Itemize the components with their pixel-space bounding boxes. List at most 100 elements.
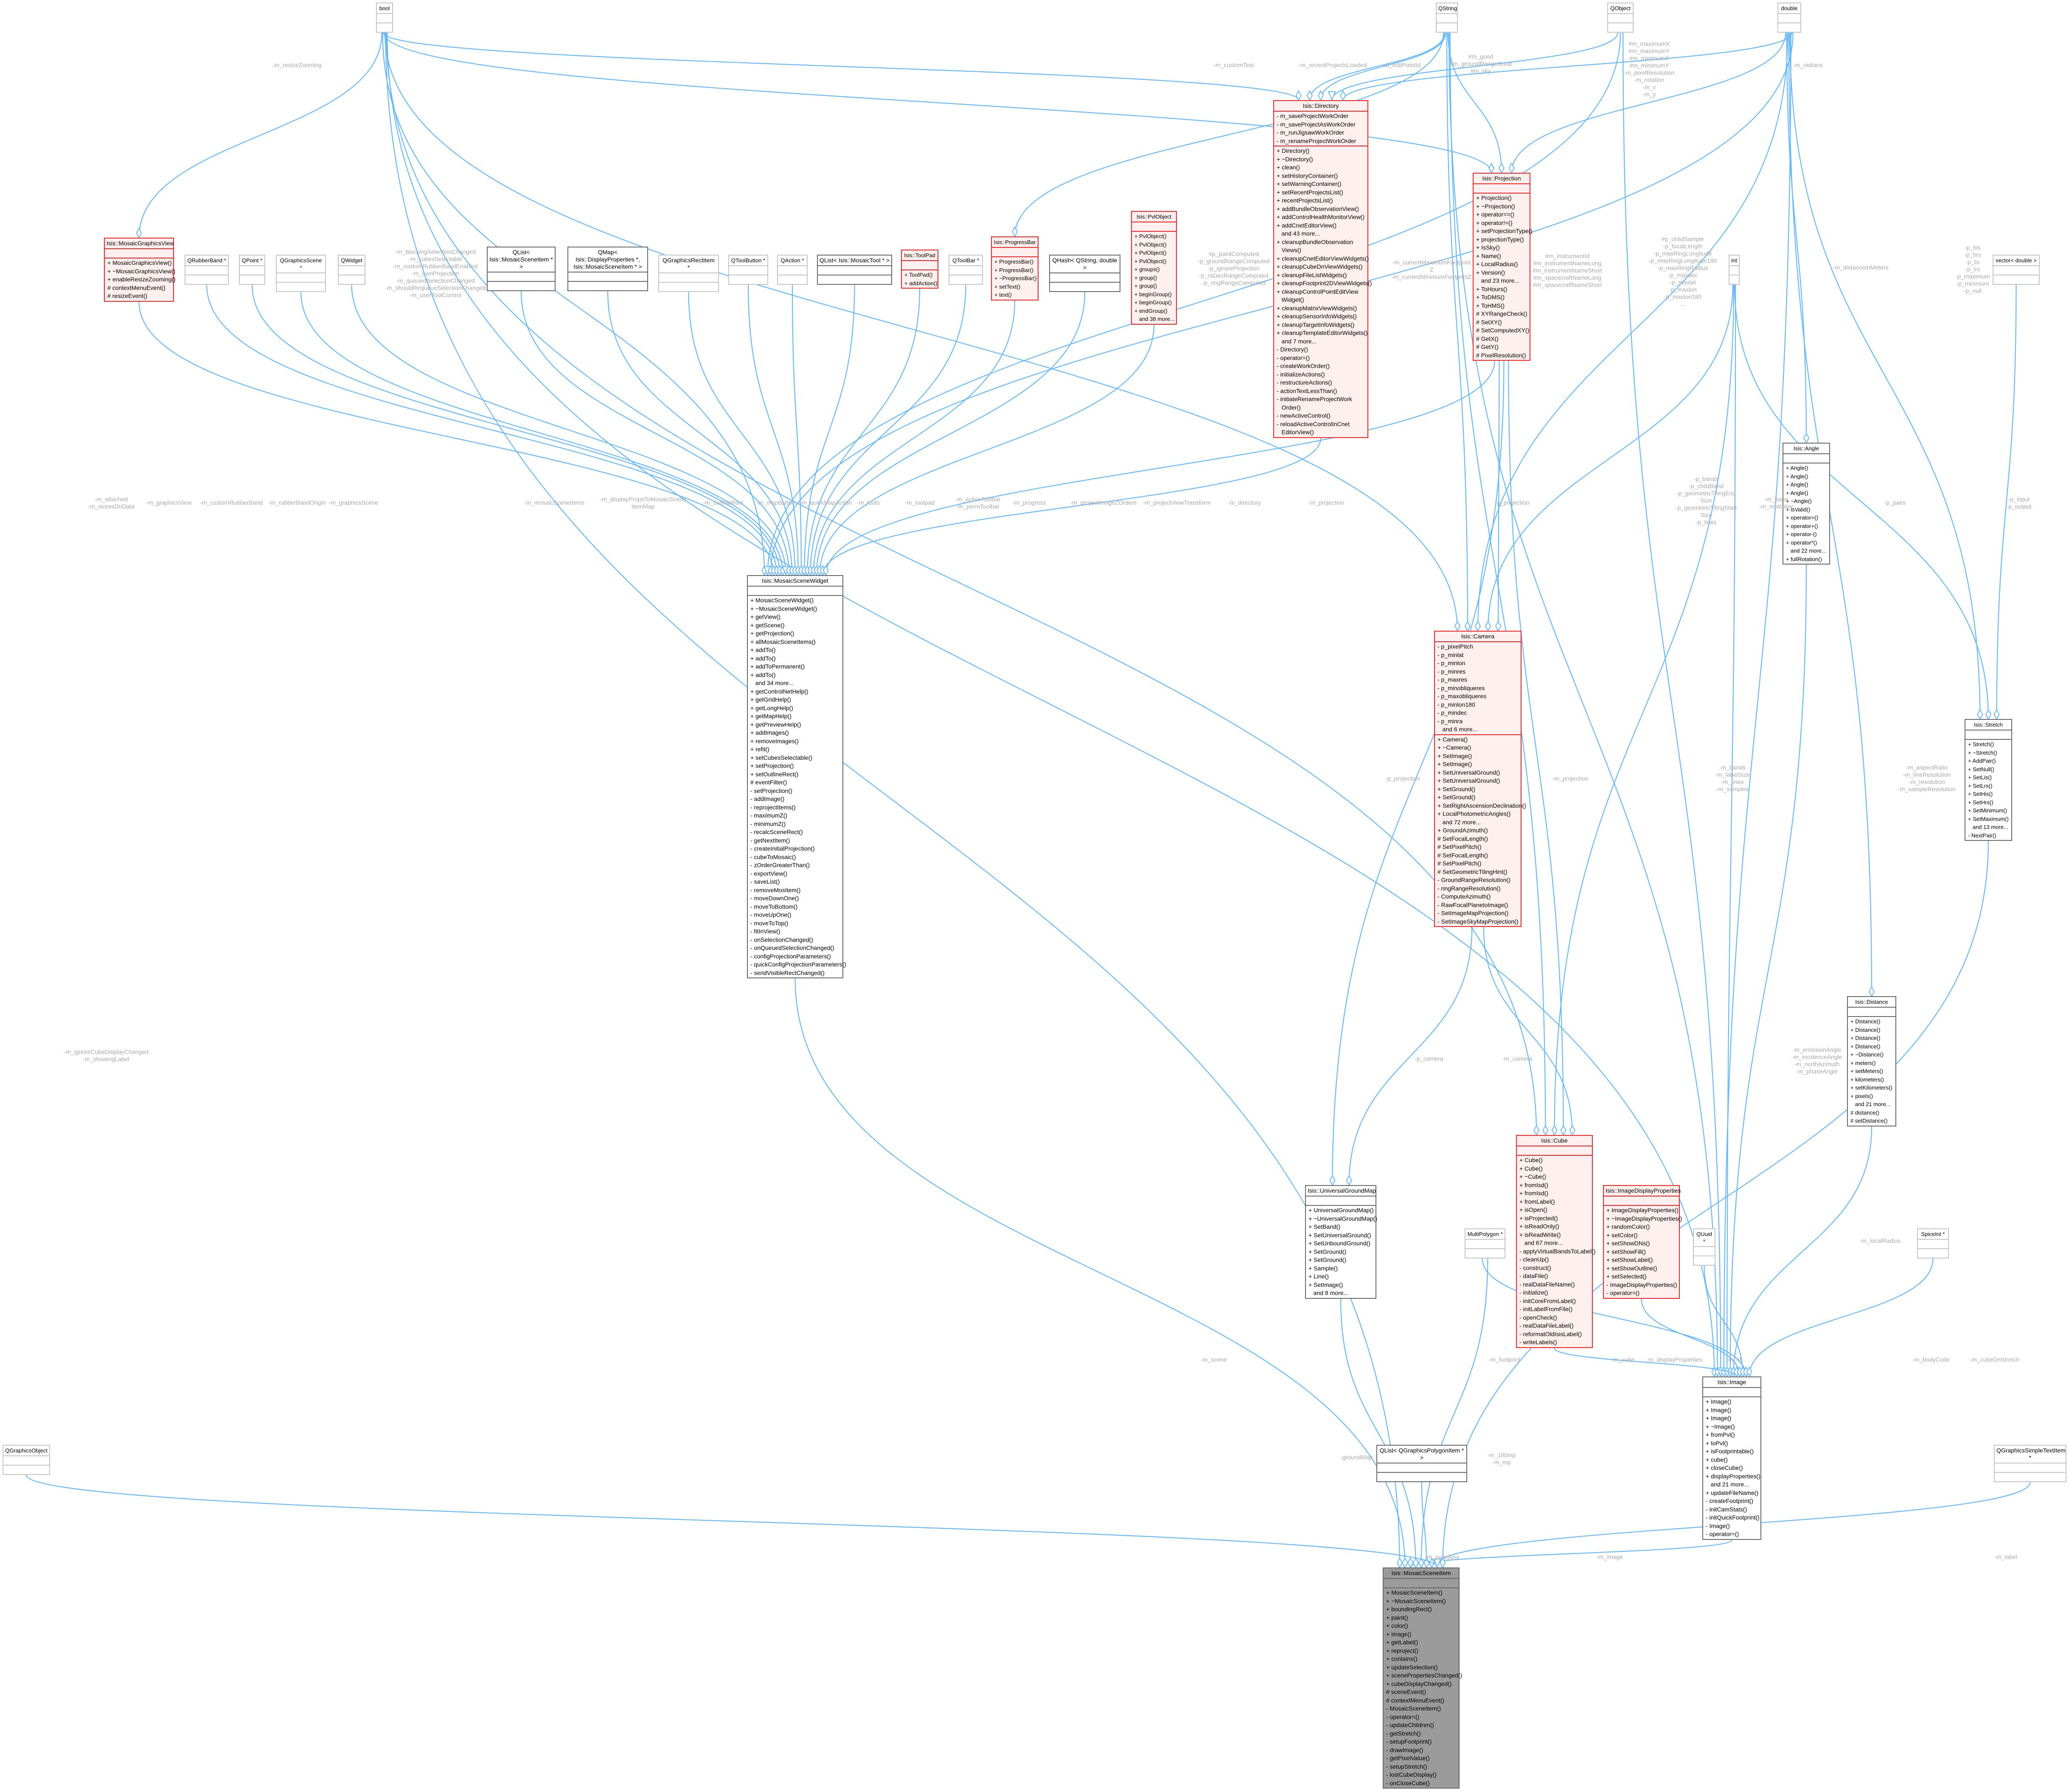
class-box-qgsti[interactable]: QGraphicsSimpleTextItem * [1994, 1445, 2066, 1482]
class-box-qmap[interactable]: QMap< Isis::DisplayProperties *, Isis::M… [567, 247, 648, 291]
class-methods [1437, 22, 1457, 32]
class-method: - cubeToMosaic() [750, 853, 796, 860]
class-box-multipolygon[interactable]: MultiPolygon * [1465, 1228, 1505, 1258]
edge-label-pProjectionCam: -p_projection [1495, 499, 1530, 506]
class-method: and 22 more... [1786, 548, 1826, 554]
class-box-bool[interactable]: bool [376, 3, 393, 33]
class-title: QToolButton * [731, 257, 766, 264]
edge-label-localRadius: -m_localRadius [1859, 1237, 1901, 1244]
class-method: + Stretch() [1968, 741, 1994, 747]
edge-label-pCamera: -p_camera [1415, 1055, 1443, 1062]
class-method: - quickConfigProjectionParameters() [750, 961, 846, 968]
class-title: QHash< QString, double > [1052, 257, 1117, 271]
class-box-qobject[interactable]: QObject [1607, 3, 1634, 33]
class-method: - minimumZ() [750, 820, 786, 827]
class-box-mosaicgraphicsview[interactable]: Isis::MosaicGraphicsView+ MosaicGraphics… [104, 238, 176, 302]
edge-label-mswBools: -m_blockingSelectionChanged -m_cubesSele… [385, 248, 486, 298]
class-method: - operator=() [1606, 1289, 1640, 1296]
class-box-progressbar[interactable]: Isis::ProgressBar+ ProgressBar()+ Progre… [991, 236, 1039, 301]
class-method: + setText() [994, 283, 1021, 290]
class-box-double[interactable]: double [1777, 3, 1801, 33]
class-box-projection[interactable]: Isis::Projection+ Projection()+ ~Project… [1473, 173, 1533, 361]
class-title: Isis::MosaicSceneWidget [762, 577, 828, 584]
edge-label-cubeProjection: -m_projection [1552, 775, 1589, 782]
aggregation-edge-ugm-to-msi [1340, 1298, 1416, 1567]
class-box-cube[interactable]: Isis::Cube+ Cube()+ Cube()+ ~Cube()+ fro… [1516, 1135, 1596, 1348]
class-method: + addTo() [750, 646, 776, 653]
class-attributes [1465, 1239, 1505, 1248]
class-attribute: - m_renameProjectWorkOrder [1277, 137, 1356, 144]
class-box-qlisttool[interactable]: QList< Isis::MosaicTool * > [817, 255, 892, 285]
class-box-qtoolbar[interactable]: QToolBar * [949, 255, 983, 285]
edge-label-inputOutput: -p_input -p_output [2006, 496, 2032, 510]
class-box-qlistmsi[interactable]: QList< Isis::MosaicSceneItem * > [487, 247, 556, 291]
class-method: + SetHis() [1968, 791, 1993, 797]
class-methods [377, 22, 392, 32]
class-method: + getPreviewHelp() [750, 721, 801, 728]
class-box-angle[interactable]: Isis::Angle+ Angle()+ Angle()+ Angle()+ … [1783, 443, 1830, 565]
class-box-spiceint[interactable]: SpiceInt * [1917, 1228, 1949, 1258]
class-method: and 21 more... [1706, 1481, 1749, 1488]
class-method: + ~ProgressBar() [994, 275, 1037, 281]
class-box-int[interactable]: int [1729, 255, 1740, 285]
class-method: + MosaicSceneItem() [1386, 1589, 1443, 1596]
class-box-msi[interactable]: Isis::MosaicSceneItem+ MosaicSceneItem()… [1383, 1567, 1462, 1789]
class-box-qgraphicsrectitem[interactable]: QGraphicsRectItem * [658, 255, 719, 292]
class-box-image[interactable]: Isis::Image+ Image()+ Image()+ Image()+ … [1702, 1376, 1761, 1540]
class-box-qaction[interactable]: QAction * [777, 255, 808, 285]
class-title: Isis::Stretch [1974, 722, 2003, 728]
class-attributes [1517, 1146, 1592, 1155]
class-method: - operator=() [1386, 1713, 1420, 1720]
class-box-qstring[interactable]: QString [1436, 3, 1458, 33]
class-box-vector[interactable]: vector< double > [1993, 255, 2040, 285]
class-method: + setRecentProjectsList() [1277, 188, 1343, 196]
class-method: + SetGround() [1308, 1248, 1347, 1255]
edge-label-directory: -m_directory [1228, 499, 1261, 506]
class-box-qrubberband[interactable]: QRubberBand * [185, 255, 229, 285]
class-method: + recentProjectsList() [1277, 197, 1333, 204]
class-attributes [240, 265, 264, 275]
class-method: + displayProperties() [1706, 1472, 1760, 1480]
class-box-qgraphicsscene[interactable]: QGraphicsScene * [276, 255, 326, 292]
class-method: + operator*() [1786, 539, 1817, 546]
class-methods [1465, 1248, 1505, 1258]
class-title: QGraphicsScene * [280, 257, 322, 271]
class-method: + fromLabel() [1519, 1198, 1555, 1205]
edge-label-graphicsScene: -m_graphicsScene [328, 499, 379, 506]
class-box-idp[interactable]: Isis::ImageDisplayProperties+ ImageDispl… [1603, 1185, 1682, 1299]
class-method: + Image() [1706, 1415, 1732, 1421]
class-box-directory[interactable]: Isis::Directory- m_saveProjectWorkOrder-… [1273, 100, 1372, 438]
class-methods [1993, 275, 2039, 284]
class-title: Isis::ProgressBar [994, 239, 1036, 245]
class-method: - lostCubeDisplay() [1386, 1771, 1437, 1778]
class-title: Isis::MosaicGraphicsView [107, 240, 174, 247]
class-box-quuid[interactable]: QUuid * [1693, 1228, 1715, 1266]
class-box-qwidget[interactable]: QWidget [338, 255, 365, 285]
class-box-pvlobject[interactable]: Isis::PvlObject+ PvlObject()+ PvlObject(… [1131, 211, 1177, 325]
class-box-qgraphicsobject[interactable]: QGraphicsObject [3, 1445, 50, 1475]
class-box-qlistpoly[interactable]: QList< QGraphicsPolygonItem * > [1376, 1445, 1467, 1482]
class-box-msw[interactable]: Isis::MosaicSceneWidget+ MosaicSceneWidg… [747, 575, 846, 978]
class-box-camera[interactable]: Isis::Camera- p_pixelPitch- p_minlat- p_… [1434, 631, 1526, 927]
aggregation-edge-double-to-directory [1343, 32, 1793, 100]
class-attributes [992, 247, 1038, 256]
class-box-qtoolbutton[interactable]: QToolButton * [728, 255, 768, 285]
class-methods: + Projection()+ ~Projection()+ operator=… [1474, 193, 1533, 360]
class-attributes [1604, 1196, 1679, 1205]
class-method: + ~Angle() [1786, 498, 1812, 504]
class-title: int [1731, 257, 1737, 264]
class-method: + ~UniversalGroundMap() [1308, 1215, 1377, 1222]
class-box-ugm[interactable]: Isis::UniversalGroundMap+ UniversalGroun… [1305, 1185, 1377, 1299]
class-box-toolpad[interactable]: Isis::ToolPad+ ToolPad()+ addAction() [901, 250, 938, 289]
class-method: + ToDMS() [1476, 294, 1505, 301]
class-box-distance[interactable]: Isis::Distance+ Distance()+ Distance()+ … [1847, 996, 1896, 1126]
aggregation-edge-bool-to-projection [384, 32, 1491, 173]
class-method: - recalcSceneRect() [750, 829, 803, 835]
class-box-qhash[interactable]: QHash< QString, double > [1049, 255, 1120, 292]
class-method: + IsSky() [1476, 244, 1500, 251]
class-box-qpoint[interactable]: QPoint * [239, 255, 265, 285]
edge-label-footprintZ: -m_currentMaximumFootprint Z -m_currentM… [1391, 259, 1472, 280]
class-method: # sceneEvent() [1386, 1688, 1426, 1695]
class-method: + addControlHealthMonitorView() [1277, 213, 1365, 220]
class-box-stretch[interactable]: Isis::Stretch+ Stretch()+ ~Stretch()+ Ad… [1965, 719, 2012, 841]
